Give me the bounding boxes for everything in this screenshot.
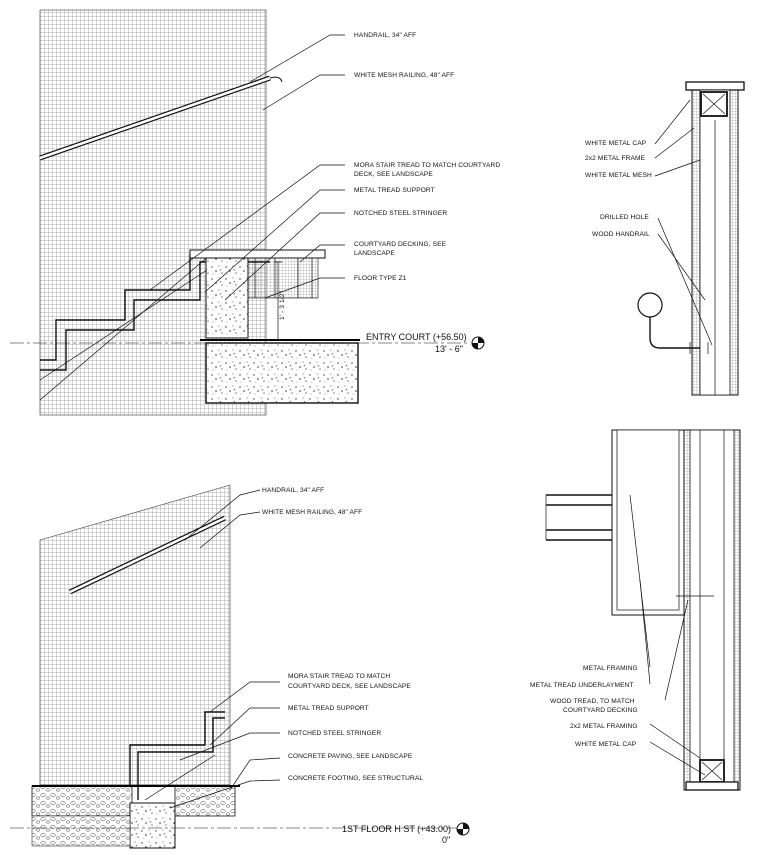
label-decking-2: LANDSCAPE <box>354 250 395 257</box>
concrete-footing-bottom <box>129 802 176 849</box>
label-metal-tread-underlayment: METAL TREAD UNDERLAYMENT <box>530 682 634 689</box>
concrete-paving <box>31 785 133 817</box>
label-mora-tread-bottom-2: COURTYARD DECK, SEE LANDSCAPE <box>288 683 411 690</box>
level-elevation-first-floor: 0" <box>442 835 450 845</box>
bottom-stair-section <box>10 484 460 849</box>
level-name-first-floor: 1ST FLOOR H ST (+43.00) <box>342 824 451 834</box>
stair-tread-profile-bottom <box>129 711 225 790</box>
label-mora-tread-top-2: DECK, SEE LANDSCAPE <box>354 171 433 178</box>
level-datum-icon <box>471 336 485 350</box>
label-mesh-railing-bottom: WHITE MESH RAILING, 48" AFF <box>262 509 362 516</box>
label-white-metal-cap: WHITE METAL CAP <box>585 140 647 147</box>
label-decking-1: COURTYARD DECKING, SEE <box>354 241 447 248</box>
wood-handrail-profile <box>637 292 663 318</box>
label-handrail-bottom: HANDRAIL, 34" AFF <box>262 487 324 494</box>
label-metal-frame: 2x2 METAL FRAME <box>585 155 646 162</box>
label-white-metal-mesh: WHITE METAL MESH <box>585 172 652 179</box>
label-tread-support-top: METAL TREAD SUPPORT <box>354 187 435 194</box>
top-stair-section: 1' - 3 1/2" <box>10 9 470 416</box>
level-elevation-entry-court: 13' - 6" <box>435 344 463 354</box>
label-mora-tread-bottom-1: MORA STAIR TREAD TO MATCH <box>288 673 390 680</box>
label-stringer-bottom: NOTCHED STEEL STRINGER <box>288 730 381 737</box>
level-name-entry-court: ENTRY COURT (+56.50) <box>366 332 467 342</box>
label-wood-handrail: WOOD HANDRAIL <box>592 231 650 238</box>
label-2x2-metal-framing: 2x2 METAL FRAMING <box>570 723 638 730</box>
label-footing: CONCRETE FOOTING, SEE STRUCTURAL <box>288 775 423 782</box>
label-mora-tread-top-1: MORA STAIR TREAD TO MATCH COURTYARD <box>354 162 500 169</box>
label-mesh-railing-top: WHITE MESH RAILING, 48" AFF <box>354 72 454 79</box>
level-datum-icon-bottom <box>456 822 470 836</box>
concrete-footing <box>205 342 359 404</box>
dimension-text: 1' - 3 1/2" <box>279 291 286 320</box>
railing-cap-section <box>637 81 745 396</box>
label-metal-framing: METAL FRAMING <box>583 665 638 672</box>
label-tread-support-bottom: METAL TREAD SUPPORT <box>288 705 369 712</box>
label-white-metal-cap-bottom: WHITE METAL CAP <box>575 741 637 748</box>
tread-framing-section <box>545 429 741 791</box>
label-wood-tread-2: COURTYARD DECKING <box>563 707 638 714</box>
label-handrail-top: HANDRAIL, 34" AFF <box>354 32 416 39</box>
label-wood-tread-1: WOOD TREAD, TO MATCH <box>550 698 635 705</box>
label-paving: CONCRETE PAVING, SEE LANDSCAPE <box>288 753 413 760</box>
label-drilled-hole: DRILLED HOLE <box>600 214 649 221</box>
label-floor-type: FLOOR TYPE Z1 <box>354 275 407 282</box>
label-stringer-top: NOTCHED STEEL STRINGER <box>354 210 447 217</box>
